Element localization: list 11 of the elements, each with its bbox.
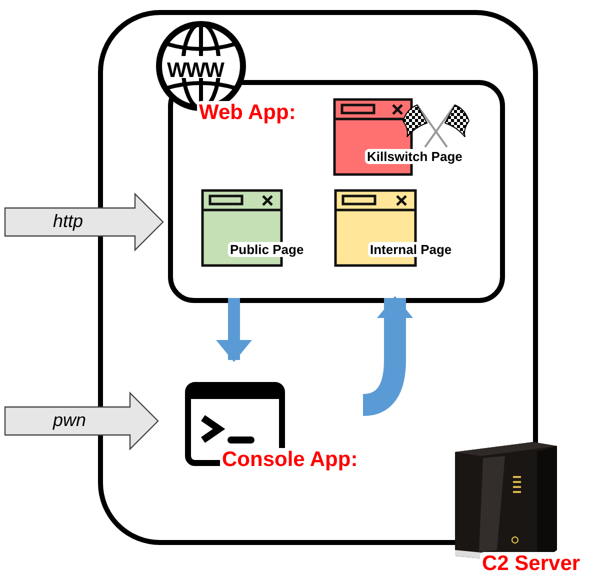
block-arrow	[4, 392, 159, 450]
page-label: Internal Page	[368, 242, 454, 257]
globe-label: WWW	[167, 59, 224, 83]
arrow	[362, 296, 413, 416]
page-label: Killswitch Page	[365, 149, 464, 164]
page-label: Public Page	[228, 242, 306, 257]
edge-label: pwn	[53, 410, 86, 431]
edge-label: http	[53, 211, 84, 232]
block-arrow	[4, 192, 164, 252]
arrow	[216, 298, 252, 362]
web-app-container	[168, 80, 505, 303]
